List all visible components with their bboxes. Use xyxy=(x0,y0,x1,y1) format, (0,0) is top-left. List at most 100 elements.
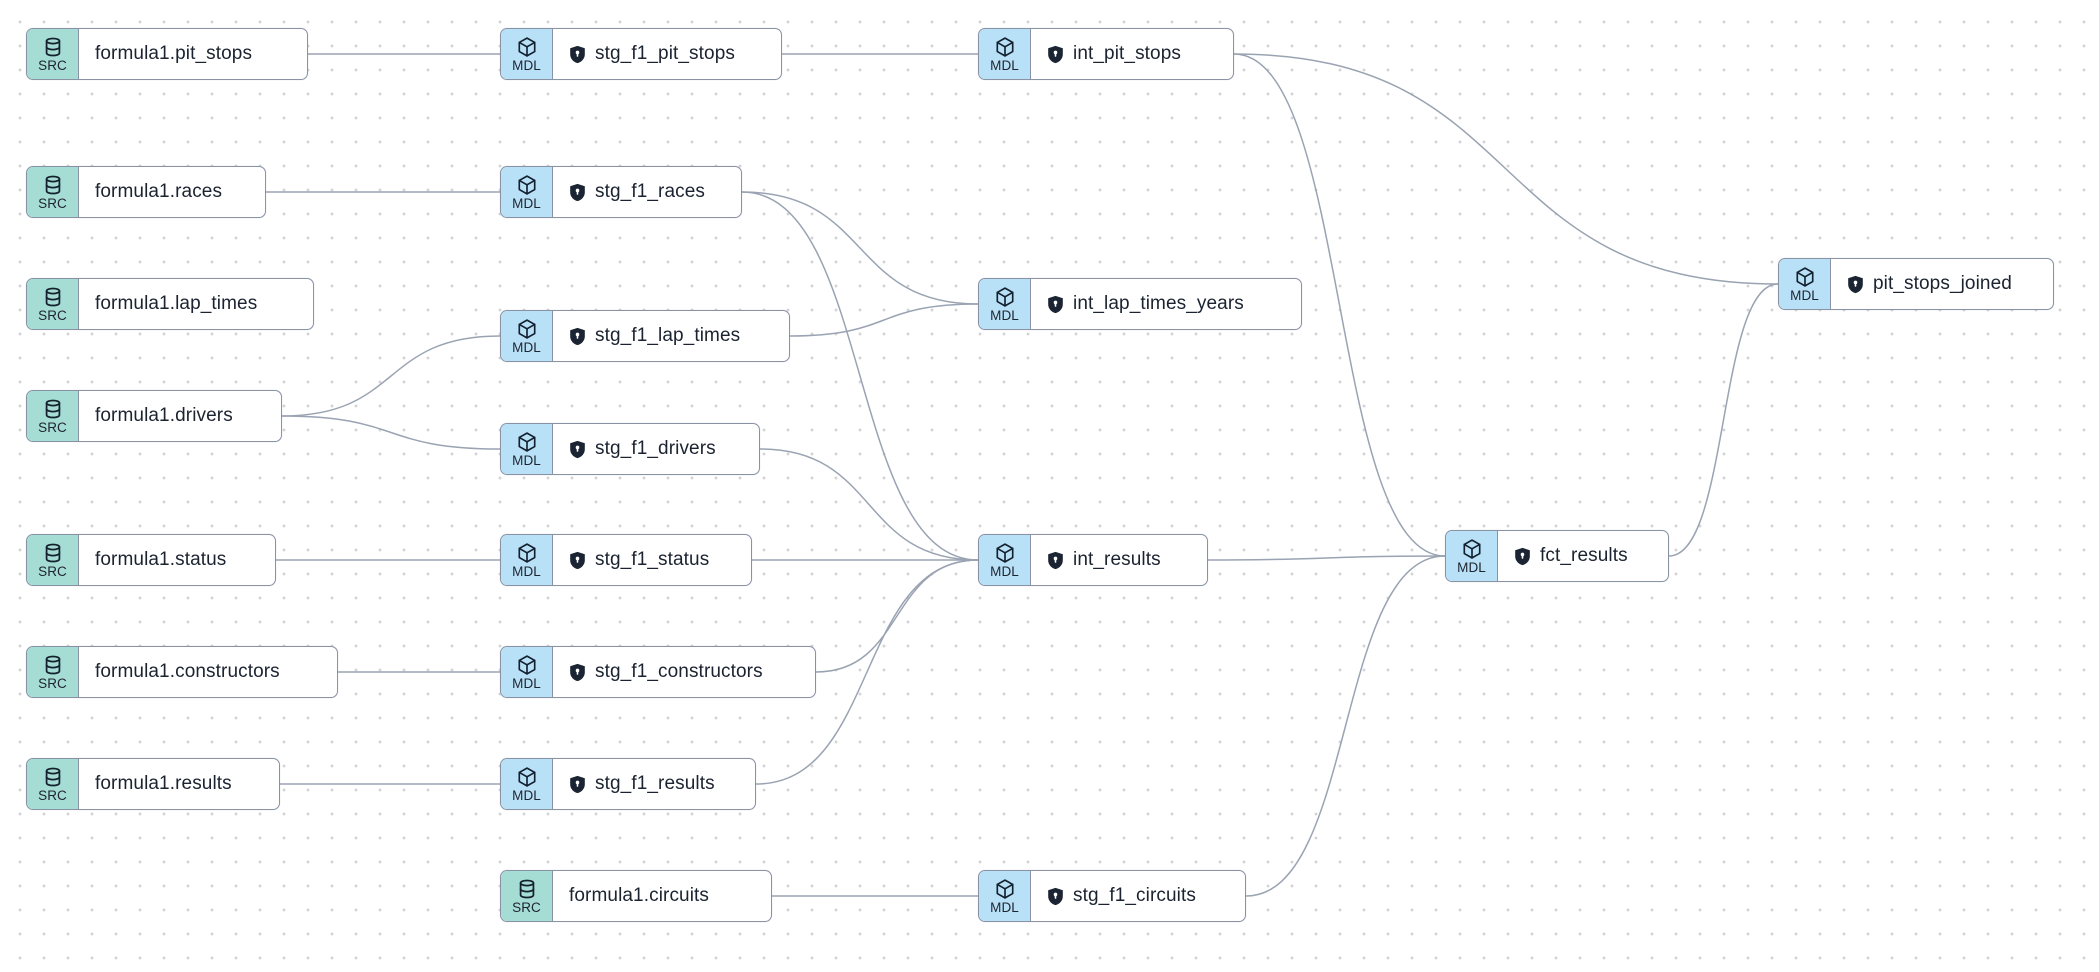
node-body: stg_f1_constructors xyxy=(553,647,815,697)
node-label: stg_f1_constructors xyxy=(595,661,763,682)
node-type-label: SRC xyxy=(38,675,67,691)
shield-lock-icon xyxy=(1847,275,1864,294)
node-type-badge: MDL xyxy=(1446,531,1498,581)
node-type-label: MDL xyxy=(512,452,541,468)
shield-lock-icon xyxy=(569,440,586,459)
node-type-label: MDL xyxy=(512,57,541,73)
graph-node-stg_races[interactable]: MDL stg_f1_races xyxy=(500,166,742,218)
node-label: formula1.status xyxy=(95,549,227,570)
node-type-label: MDL xyxy=(990,307,1019,323)
node-type-badge: MDL xyxy=(501,424,553,474)
node-body: formula1.drivers xyxy=(79,391,281,441)
node-body: stg_f1_status xyxy=(553,535,751,585)
node-body: formula1.lap_times xyxy=(79,279,313,329)
cube-icon xyxy=(994,878,1016,900)
node-type-badge: MDL xyxy=(501,535,553,585)
node-type-badge: MDL xyxy=(501,167,553,217)
database-icon xyxy=(42,286,64,308)
node-label: formula1.constructors xyxy=(95,661,280,682)
shield-lock-icon xyxy=(1047,887,1064,906)
cube-icon xyxy=(516,36,538,58)
shield-lock-icon xyxy=(569,183,586,202)
database-icon xyxy=(42,766,64,788)
node-body: pit_stops_joined xyxy=(1831,259,2053,309)
graph-edge-src_drivers-to-stg_lap_times xyxy=(281,335,501,417)
node-label: pit_stops_joined xyxy=(1873,273,2012,294)
node-body: formula1.status xyxy=(79,535,275,585)
node-type-label: MDL xyxy=(1457,559,1486,575)
node-body: stg_f1_races xyxy=(553,167,741,217)
shield-lock-icon xyxy=(1047,551,1064,570)
node-type-badge: MDL xyxy=(979,29,1031,79)
graph-node-pit_stops_joined[interactable]: MDL pit_stops_joined xyxy=(1778,258,2054,310)
node-label: stg_f1_status xyxy=(595,549,710,570)
database-icon xyxy=(42,398,64,420)
graph-node-src_status[interactable]: SRC formula1.status xyxy=(26,534,276,586)
database-icon xyxy=(42,174,64,196)
graph-node-src_drivers[interactable]: SRC formula1.drivers xyxy=(26,390,282,442)
cube-icon xyxy=(516,431,538,453)
node-type-label: MDL xyxy=(990,899,1019,915)
node-type-label: MDL xyxy=(512,563,541,579)
graph-node-src_races[interactable]: SRC formula1.races xyxy=(26,166,266,218)
node-type-badge: SRC xyxy=(501,871,553,921)
node-type-badge: MDL xyxy=(979,279,1031,329)
node-body: int_results xyxy=(1031,535,1207,585)
graph-edge-stg_races-to-int_results xyxy=(741,191,979,561)
cube-icon xyxy=(516,542,538,564)
node-body: stg_f1_circuits xyxy=(1031,871,1245,921)
node-body: formula1.results xyxy=(79,759,279,809)
node-label: stg_f1_races xyxy=(595,181,705,202)
node-type-label: MDL xyxy=(990,57,1019,73)
node-label: int_pit_stops xyxy=(1073,43,1181,64)
database-icon xyxy=(42,654,64,676)
node-type-label: SRC xyxy=(38,419,67,435)
graph-edge-stg_constructors-to-int_results xyxy=(815,559,979,673)
graph-node-stg_status[interactable]: MDL stg_f1_status xyxy=(500,534,752,586)
graph-edge-stg_races-to-int_lap_times_years xyxy=(741,191,979,305)
node-type-badge: SRC xyxy=(27,29,79,79)
shield-lock-icon xyxy=(569,45,586,64)
graph-edge-src_drivers-to-stg_drivers xyxy=(281,415,501,450)
database-icon xyxy=(42,36,64,58)
cube-icon xyxy=(994,286,1016,308)
node-label: stg_f1_pit_stops xyxy=(595,43,735,64)
node-body: formula1.pit_stops xyxy=(79,29,307,79)
node-label: formula1.races xyxy=(95,181,223,202)
node-type-badge: MDL xyxy=(979,535,1031,585)
database-icon xyxy=(42,542,64,564)
shield-lock-icon xyxy=(1514,547,1531,566)
graph-node-src_constructors[interactable]: SRC formula1.constructors xyxy=(26,646,338,698)
cube-icon xyxy=(516,766,538,788)
node-label: formula1.results xyxy=(95,773,232,794)
graph-node-int_results[interactable]: MDL int_results xyxy=(978,534,1208,586)
graph-edge-stg_circuits-to-fct_results xyxy=(1245,555,1446,897)
graph-node-stg_pit_stops[interactable]: MDL stg_f1_pit_stops xyxy=(500,28,782,80)
graph-edge-int_pit_stops-to-pit_stops_joined xyxy=(1233,53,1779,285)
cube-icon xyxy=(516,654,538,676)
node-type-label: SRC xyxy=(38,563,67,579)
graph-node-stg_circuits[interactable]: MDL stg_f1_circuits xyxy=(978,870,1246,922)
node-type-badge: MDL xyxy=(979,871,1031,921)
node-type-badge: SRC xyxy=(27,647,79,697)
node-type-badge: MDL xyxy=(1779,259,1831,309)
graph-edge-stg_drivers-to-int_results xyxy=(759,448,979,561)
node-body: int_pit_stops xyxy=(1031,29,1233,79)
cube-icon xyxy=(1794,266,1816,288)
node-type-badge: SRC xyxy=(27,167,79,217)
node-label: stg_f1_results xyxy=(595,773,715,794)
node-label: int_results xyxy=(1073,549,1161,570)
graph-node-int_pit_stops[interactable]: MDL int_pit_stops xyxy=(978,28,1234,80)
